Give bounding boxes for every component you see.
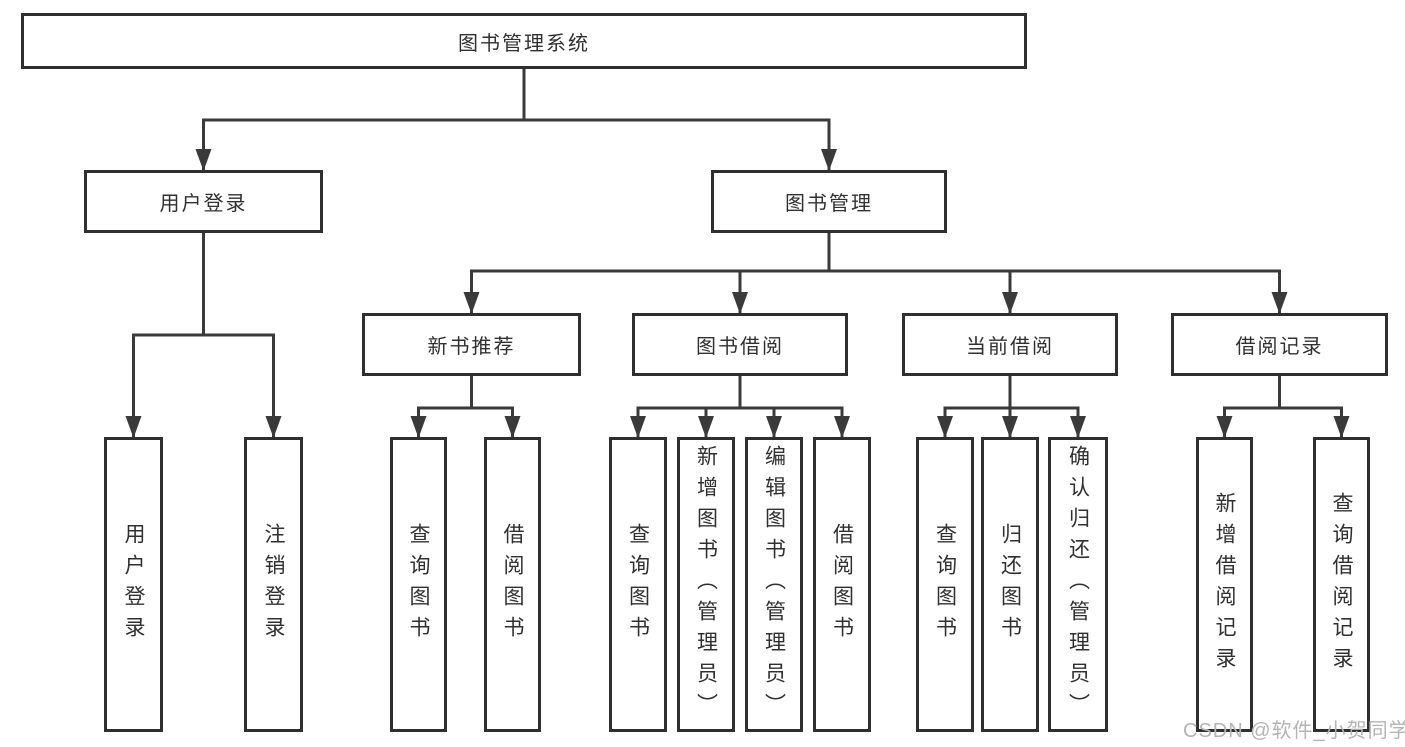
leaf-user-login-label: 用户登录	[122, 522, 145, 647]
leaf-records-add-record: 新增借阅记录	[1196, 437, 1253, 732]
node-root-label: 图书管理系统	[458, 32, 590, 55]
leaf-borrow-edit-book-admin: 编辑图书（管理员）	[745, 437, 803, 732]
leaf-borrow-add-book-admin: 新增图书（管理员）	[677, 437, 735, 732]
node-book-borrow: 图书借阅	[632, 313, 848, 376]
leaf-borrow-query-book-label: 查询图书	[626, 522, 650, 647]
leaf-borrow-query-book: 查询图书	[609, 437, 667, 732]
leaf-logout-label: 注销登录	[262, 522, 285, 647]
leaf-records-query-record-label: 查询借阅记录	[1330, 491, 1353, 678]
leaf-current-query-book: 查询图书	[916, 437, 974, 732]
leaf-newbooks-query-book: 查询图书	[390, 437, 447, 732]
node-root: 图书管理系统	[21, 13, 1027, 69]
leaf-user-login: 用户登录	[104, 437, 163, 732]
leaf-borrow-borrow-book: 借阅图书	[813, 437, 871, 732]
leaf-newbooks-query-book-label: 查询图书	[407, 522, 430, 647]
leaf-records-add-record-label: 新增借阅记录	[1213, 491, 1236, 678]
csdn-watermark: CSDN @软件_小贺同学	[1183, 720, 1405, 742]
leaf-borrow-borrow-book-label: 借阅图书	[830, 522, 854, 647]
node-user-login: 用户登录	[84, 170, 323, 233]
leaf-records-query-record: 查询借阅记录	[1313, 437, 1370, 732]
leaf-current-return-book-label: 归还图书	[998, 522, 1022, 647]
leaf-borrow-add-book-admin-label: 新增图书（管理员）	[694, 445, 718, 724]
leaf-current-confirm-return-admin-label: 确认归还（管理员）	[1066, 445, 1090, 724]
leaf-current-query-book-label: 查询图书	[933, 522, 957, 647]
node-borrow-records-label: 借阅记录	[1235, 336, 1324, 358]
node-borrow-records: 借阅记录	[1171, 313, 1388, 376]
leaf-current-return-book: 归还图书	[981, 437, 1039, 732]
leaf-borrow-edit-book-admin-label: 编辑图书（管理员）	[762, 445, 786, 724]
node-book-borrow-label: 图书借阅	[696, 336, 784, 358]
node-new-book-recommend-label: 新书推荐	[427, 336, 516, 358]
leaf-newbooks-borrow-book-label: 借阅图书	[501, 522, 524, 647]
leaf-current-confirm-return-admin: 确认归还（管理员）	[1048, 437, 1108, 732]
node-user-login-label: 用户登录	[159, 193, 248, 215]
node-new-book-recommend: 新书推荐	[362, 313, 581, 376]
node-current-borrow: 当前借阅	[902, 313, 1118, 376]
node-book-management-label: 图书管理	[785, 193, 873, 215]
node-book-management: 图书管理	[711, 170, 947, 233]
leaf-newbooks-borrow-book: 借阅图书	[484, 437, 541, 732]
node-current-borrow-label: 当前借阅	[966, 336, 1054, 358]
leaf-logout: 注销登录	[244, 437, 303, 732]
